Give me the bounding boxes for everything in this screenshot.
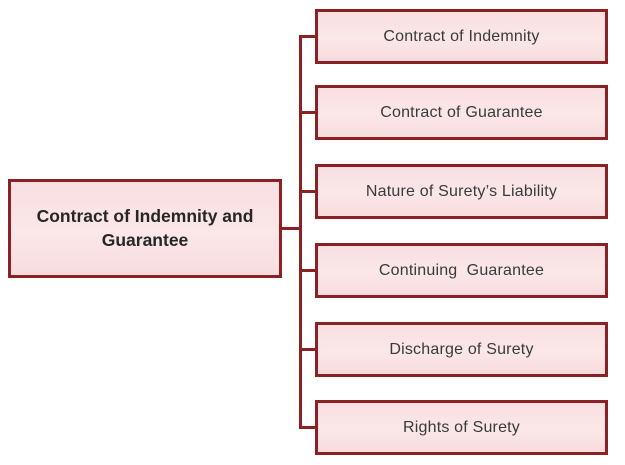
child-node-continuing-guarantee: Continuing Guarantee <box>315 243 608 298</box>
root-node: Contract of Indemnity and Guarantee <box>8 179 282 278</box>
child-node-rights-of-surety: Rights of Surety <box>315 400 608 455</box>
child-node-label: Discharge of Surety <box>389 340 534 358</box>
connector-stub-6 <box>302 426 315 429</box>
root-node-label: Contract of Indemnity and Guarantee <box>36 205 259 250</box>
child-node-nature-of-suretys-liability: Nature of Surety’s Liability <box>315 164 608 219</box>
connector-stub-4 <box>302 269 315 272</box>
child-node-label: Nature of Surety’s Liability <box>365 182 558 200</box>
child-node-label: Contract of Indemnity <box>383 27 540 45</box>
connector-stub-5 <box>302 348 315 351</box>
connector-stub-2 <box>302 111 315 114</box>
connector-trunk <box>299 35 302 429</box>
connector-stub-1 <box>302 35 315 38</box>
child-node-label: Continuing Guarantee <box>378 261 545 279</box>
child-node-contract-of-indemnity: Contract of Indemnity <box>315 9 608 64</box>
child-node-discharge-of-surety: Discharge of Surety <box>315 322 608 377</box>
connector-root-stub <box>281 227 299 230</box>
child-node-label: Contract of Guarantee <box>380 103 543 121</box>
connector-stub-3 <box>302 190 315 193</box>
child-node-contract-of-guarantee: Contract of Guarantee <box>315 85 608 140</box>
child-node-label: Rights of Surety <box>402 418 521 436</box>
